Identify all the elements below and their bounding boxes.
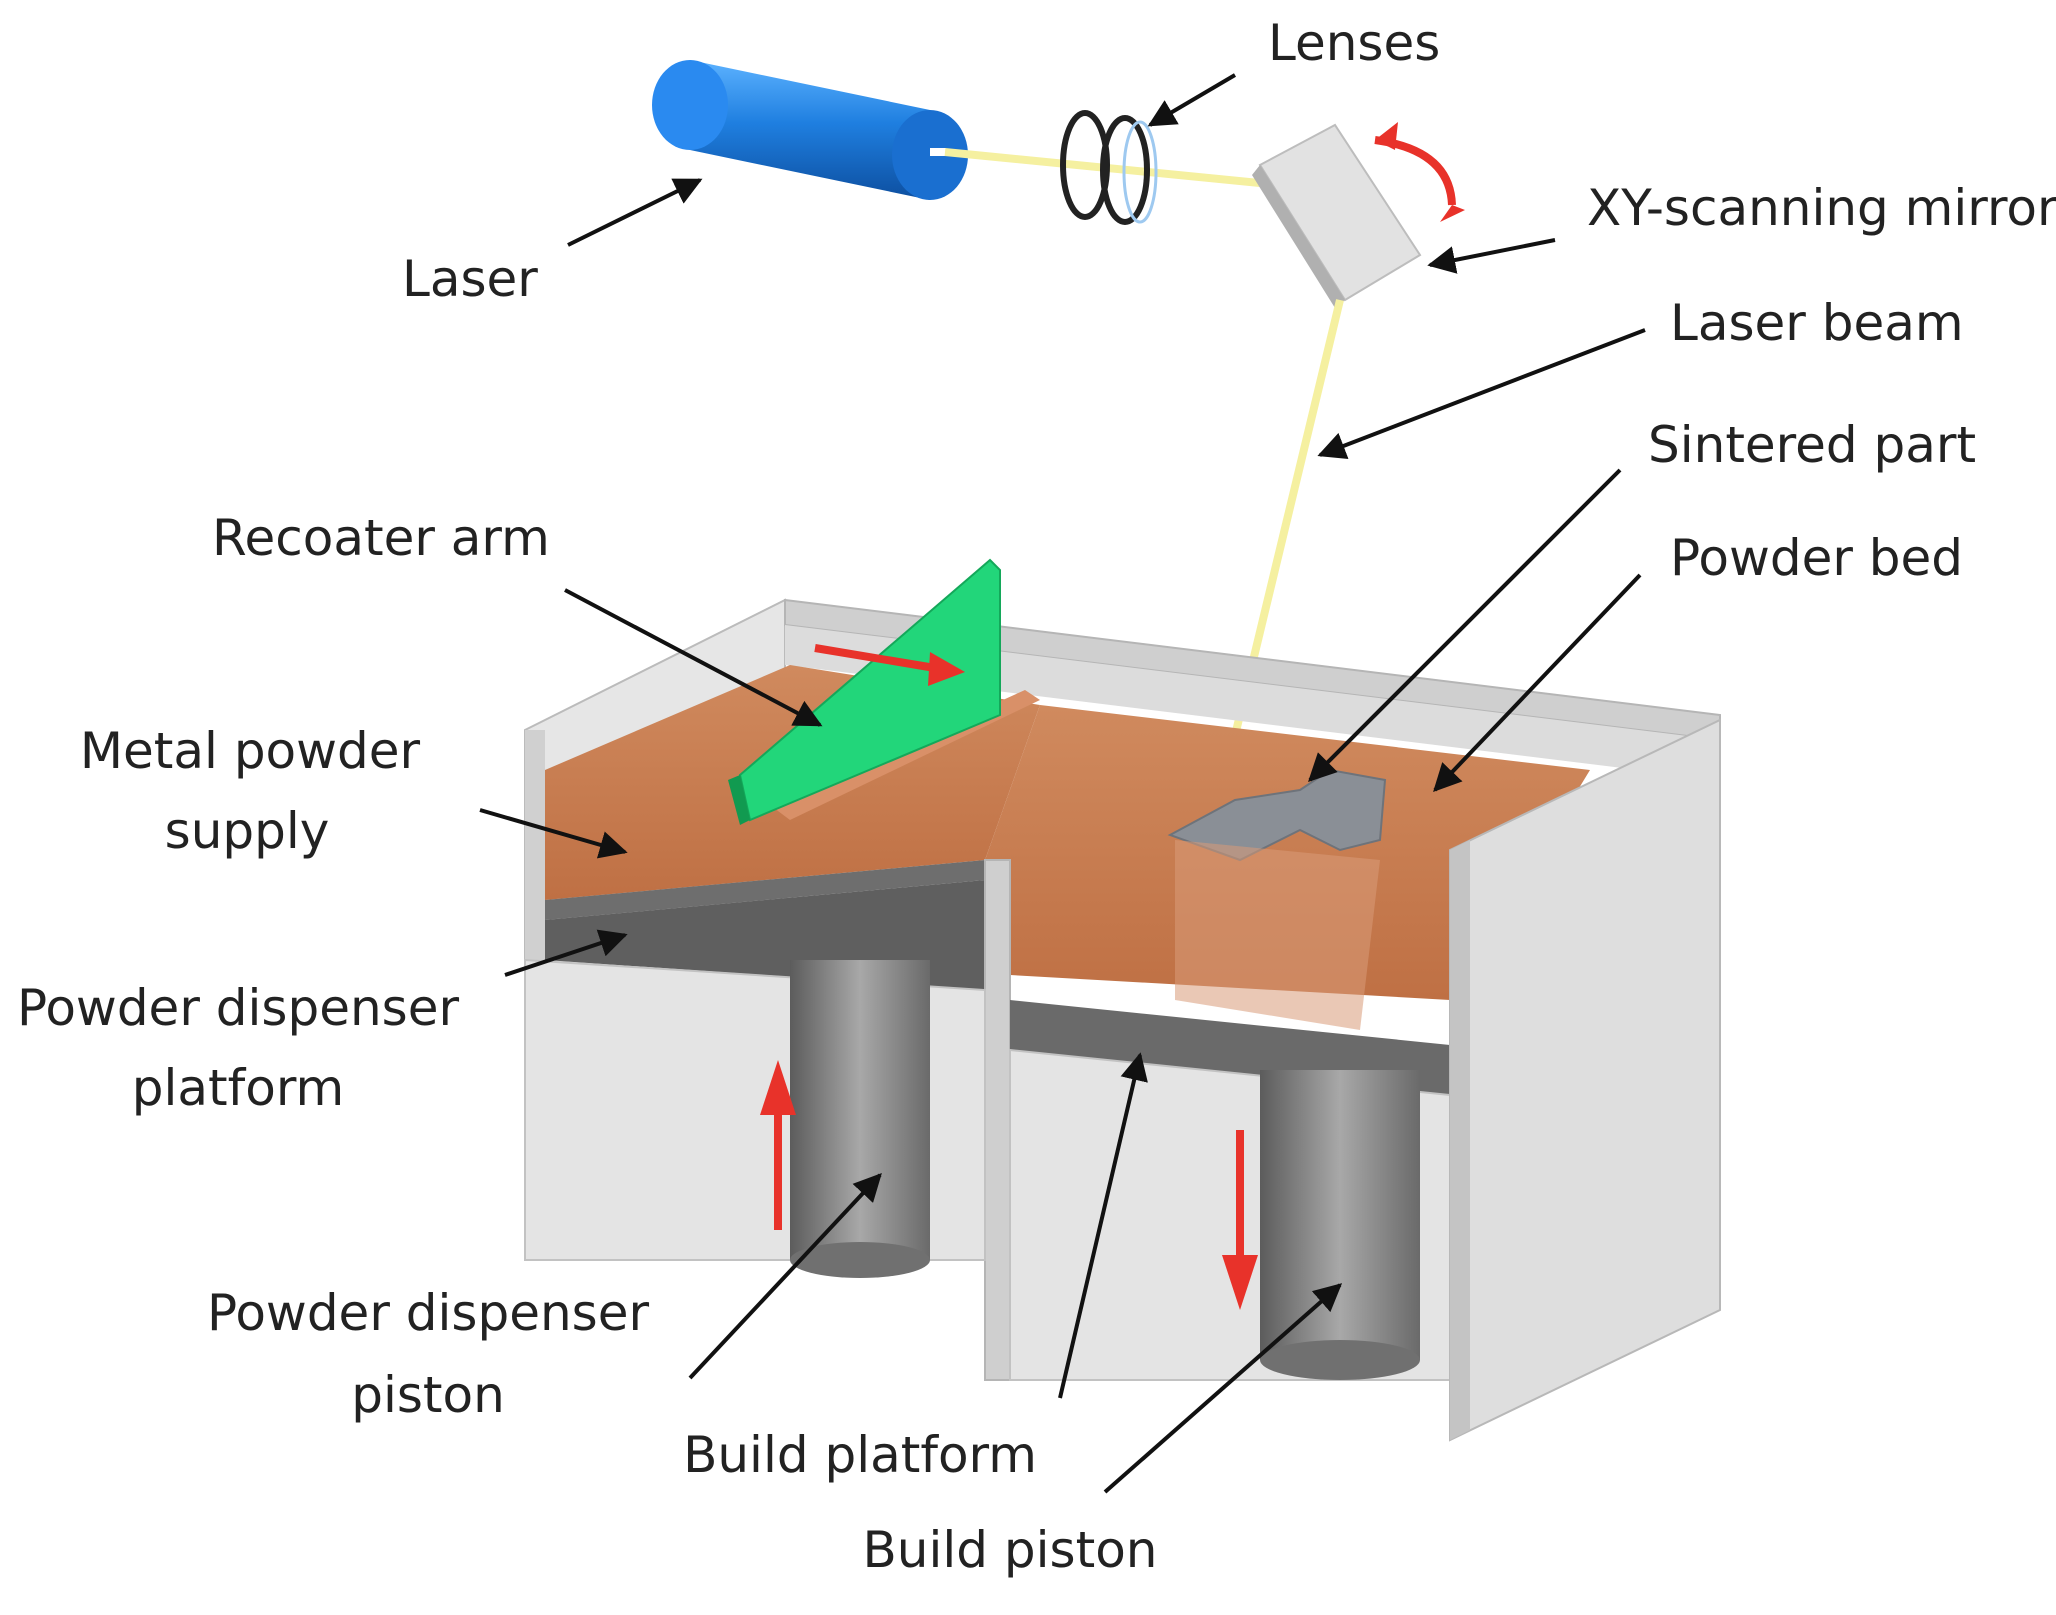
right-wall-edge — [1450, 840, 1470, 1440]
label-sintered-part: Sintered part — [1648, 416, 1976, 474]
lenses — [1060, 110, 1158, 225]
label-lenses: Lenses — [1268, 14, 1440, 72]
back-wall-right-inner — [785, 625, 1720, 780]
laser-aperture — [930, 148, 946, 156]
lens-2 — [1100, 115, 1150, 225]
label-dispenser-piston-line2: piston — [351, 1366, 505, 1424]
label-dispenser-piston-line1: Powder dispenser — [207, 1284, 649, 1342]
label-laser: Laser — [402, 250, 538, 308]
label-laser-beam: Laser beam — [1670, 294, 1964, 352]
label-dispenser-platform-line1: Powder dispenser — [17, 979, 459, 1037]
leader-dispenser-platform — [504, 929, 628, 977]
recoater-motion-arrow — [814, 644, 965, 686]
leader-xy-mirror — [1427, 238, 1556, 274]
label-powder-bed: Powder bed — [1670, 529, 1963, 587]
dispenser-platform-shape — [545, 860, 985, 920]
label-metal-powder-line2: supply — [165, 802, 330, 860]
label-xy-mirror: XY-scanning mirror — [1587, 179, 2056, 237]
sintered-part — [1167, 768, 1387, 1030]
label-build-platform: Build platform — [683, 1426, 1037, 1484]
label-dispenser-platform-line2: platform — [132, 1059, 344, 1117]
label-metal-powder-line1: Metal powder — [80, 722, 421, 780]
leader-laser — [567, 178, 703, 247]
leader-lines — [479, 73, 1646, 1494]
beam-horizontal — [944, 148, 1281, 189]
recoater-arm — [728, 558, 1001, 825]
dispenser-piston — [790, 960, 930, 1278]
leader-recoater — [564, 588, 823, 727]
leader-sintered-part — [1308, 468, 1622, 782]
lens-1 — [1060, 110, 1110, 220]
leader-dispenser-piston — [688, 1172, 882, 1380]
dispenser-up-arrow — [760, 1060, 796, 1230]
label-recoater-arm: Recoater arm — [212, 509, 550, 567]
leader-build-piston — [1103, 1283, 1343, 1494]
leader-lenses — [1147, 73, 1237, 127]
leader-powder-bed — [1433, 573, 1642, 793]
build-down-arrow — [1222, 1130, 1258, 1310]
mirror-rotation-arrow — [1374, 122, 1465, 222]
laser-unit — [652, 60, 968, 200]
leader-laser-beam — [1317, 328, 1646, 460]
middle-divider — [984, 859, 1011, 1381]
xy-scanning-mirror — [1252, 123, 1422, 308]
lens-3 — [1122, 120, 1158, 224]
laser-body — [690, 60, 930, 200]
laser-rear-cap — [652, 60, 728, 150]
leader-metal-powder — [479, 808, 628, 859]
leader-build-platform — [1058, 1052, 1148, 1399]
mirror-edge — [1252, 165, 1345, 308]
label-build-piston: Build piston — [863, 1521, 1158, 1579]
